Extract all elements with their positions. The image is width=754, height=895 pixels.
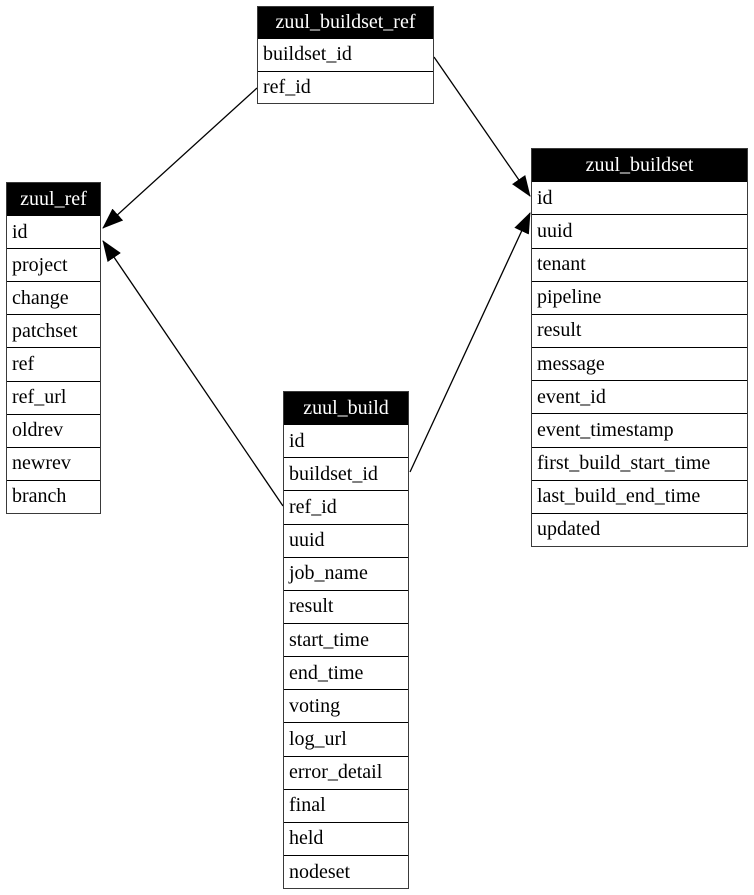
table-row: job_name: [284, 556, 408, 590]
table-row: message: [532, 347, 747, 381]
table-row: voting: [284, 689, 408, 723]
edge-build-buildset_id-to-zuul_buildset-id: [409, 212, 531, 473]
table-row: oldrev: [7, 413, 100, 447]
table-row: tenant: [532, 247, 747, 281]
table-row: first_build_start_time: [532, 446, 747, 480]
table-row: last_build_end_time: [532, 479, 747, 513]
table-row: newrev: [7, 446, 100, 480]
table-row: event_timestamp: [532, 413, 747, 447]
table-row: error_detail: [284, 755, 408, 789]
table-row: project: [7, 248, 100, 282]
table-row: ref_id: [284, 490, 408, 524]
table-row: id: [284, 424, 408, 458]
table-row: uuid: [532, 214, 747, 248]
table-row: event_id: [532, 380, 747, 414]
edge-buildset_ref-buildset_id-to-zuul_buildset-id: [433, 56, 531, 197]
table-row: log_url: [284, 722, 408, 756]
table-row: end_time: [284, 656, 408, 690]
table-row: held: [284, 821, 408, 855]
table-row: uuid: [284, 523, 408, 557]
table-row: id: [532, 181, 747, 215]
table-row: ref: [7, 347, 100, 381]
table-row: patchset: [7, 314, 100, 348]
table-row: buildset_id: [284, 457, 408, 491]
edge-buildset_ref-ref_id-to-zuul_ref-id: [102, 87, 258, 229]
table-row: result: [532, 313, 747, 348]
table-row: change: [7, 281, 100, 315]
table-row: ref_id: [258, 70, 433, 103]
table-row: ref_url: [7, 380, 100, 414]
table-row: start_time: [284, 622, 408, 657]
table-row: updated: [532, 512, 747, 547]
edge-build-ref_id-to-zuul_ref-id: [102, 240, 284, 507]
table-row: buildset_id: [258, 38, 433, 71]
table-row: nodeset: [284, 854, 408, 889]
table-title-zuul_build: zuul_build: [284, 392, 408, 425]
table-title-zuul_buildset_ref: zuul_buildset_ref: [258, 7, 433, 39]
table-row: pipeline: [532, 280, 747, 314]
table-row: final: [284, 788, 408, 822]
table-title-zuul_buildset: zuul_buildset: [532, 149, 747, 182]
table-title-zuul_ref: zuul_ref: [7, 183, 100, 216]
table-row: id: [7, 215, 100, 249]
table-row: result: [284, 589, 408, 623]
table-row: branch: [7, 479, 100, 513]
